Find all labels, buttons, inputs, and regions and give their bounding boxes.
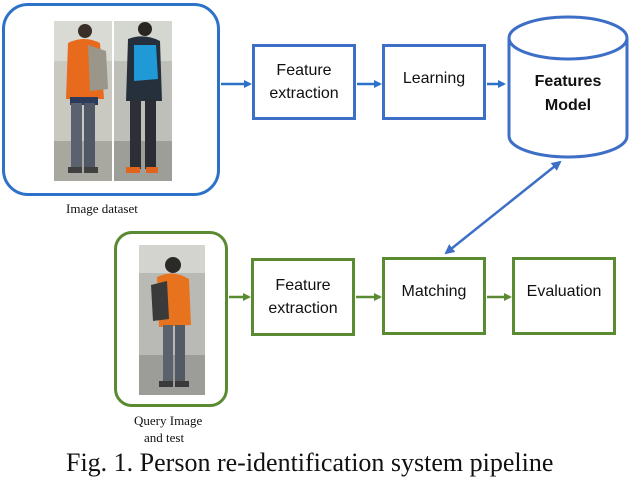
arrow-model-matching-bidirectional: [444, 160, 562, 255]
feature-extraction-box-bottom: Feature extraction: [251, 258, 355, 336]
pipeline-diagram: Image dataset Feature extraction Learning…: [2, 3, 629, 477]
query-image-caption: Query Image: [134, 413, 203, 428]
matching-label: Matching: [401, 283, 467, 300]
arrows-layer: [221, 80, 562, 301]
features-model-cylinder: [507, 15, 629, 159]
matching-box: Matching: [382, 257, 486, 335]
feature-extraction-box-top: Feature extraction: [252, 44, 356, 120]
evaluation-label: Evaluation: [526, 283, 602, 300]
features-model-line2: Model: [544, 97, 592, 114]
feature-extraction-top-line2: extraction: [269, 85, 339, 102]
features-model-label: Features Model: [514, 70, 622, 118]
image-dataset-frame: [2, 3, 220, 196]
dataset-photo-image: [54, 21, 172, 181]
query-photo: [139, 245, 205, 395]
features-model-line1: Features: [534, 73, 602, 90]
dataset-photo: [54, 21, 172, 181]
feature-extraction-bottom-line1: Feature: [275, 276, 331, 294]
feature-extraction-bottom-line2: extraction: [268, 300, 338, 317]
query-image-frame: [114, 231, 228, 407]
feature-extraction-top-line1: Feature: [276, 61, 332, 79]
learning-box: Learning: [382, 44, 486, 120]
learning-label: Learning: [402, 70, 466, 87]
query-photo-image: [139, 245, 205, 395]
image-dataset-caption: Image dataset: [66, 201, 138, 216]
evaluation-box: Evaluation: [512, 257, 616, 335]
figure-caption: Fig. 1. Person re-identification system …: [66, 448, 554, 477]
